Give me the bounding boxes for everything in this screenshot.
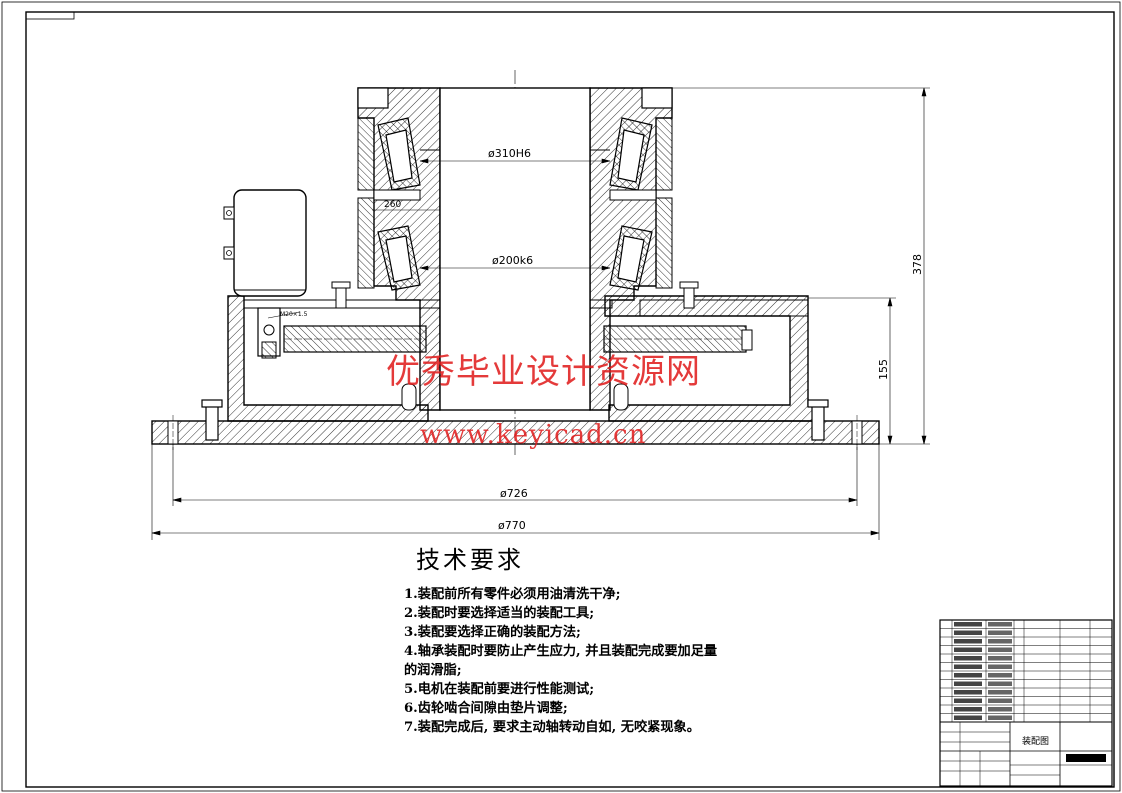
tech-item: 2.装配时要选择适当的装配工具;: [404, 606, 595, 621]
parts-name-cell: [988, 698, 1012, 703]
dim-base-outer: ø770: [498, 519, 526, 532]
parts-name-cell: [988, 647, 1012, 652]
parts-name-cell: [988, 707, 1012, 712]
parts-name-cell: [988, 690, 1012, 695]
parts-code-cell: [954, 647, 982, 652]
drawing-name: 装配图: [1022, 735, 1049, 747]
bolts: [201, 281, 829, 441]
parts-name-cell: [988, 656, 1012, 661]
parts-code-cell: [954, 681, 982, 686]
inner-border: [25, 11, 1115, 788]
dim-bore-upper: ø310H6: [488, 147, 531, 160]
parts-name-cell: [988, 622, 1012, 627]
tech-item: 的润滑脂;: [404, 663, 462, 678]
tech-item: 4.轴承装配时要防止产生应力, 并且装配完成要加足量: [404, 644, 718, 659]
dim-overall-height: 378: [911, 254, 924, 275]
parts-code-cell: [954, 698, 982, 703]
parts-code-cell: [954, 630, 982, 635]
parts-name-cell: [988, 681, 1012, 686]
motor-tag: M20×1.5: [280, 311, 308, 318]
parts-code-cell: [954, 707, 982, 712]
dim-flange-height: 155: [877, 359, 890, 380]
watermark-url: www.keyicad.cn: [420, 420, 647, 450]
motor: [223, 189, 307, 359]
dim-bearing-span: 260: [384, 200, 401, 210]
parts-name-cell: [988, 673, 1012, 678]
tech-title: 技术要求: [416, 546, 524, 574]
tech-requirements: 技术要求 1.装配前所有零件必须用油清洗干净; 2.装配时要选择适当的装配工具;…: [404, 540, 774, 737]
parts-code-cell: [954, 656, 982, 661]
parts-code-cell: [954, 673, 982, 678]
watermark-chinese: 优秀毕业设计资源网: [386, 352, 701, 392]
bearings: [373, 117, 657, 291]
parts-name-cell: [988, 664, 1012, 669]
parts-name-cell: [988, 639, 1012, 644]
school-stamp: [1066, 754, 1106, 762]
tech-item: 1.装配前所有零件必须用油清洗干净;: [404, 587, 621, 602]
dimension-lines: [151, 87, 930, 540]
parts-code-cell: [954, 639, 982, 644]
tech-item: 7.装配完成后, 要求主动轴转动自如, 无咬紧现象。: [404, 720, 700, 735]
main-shaft: [420, 87, 610, 411]
parts-code-cell: [954, 622, 982, 627]
parts-code-cell: [954, 664, 982, 669]
parts-list: [939, 620, 1113, 722]
corner-tag: [25, 11, 75, 20]
parts-code-cell: [954, 715, 982, 720]
tech-item: 3.装配要选择正确的装配方法;: [404, 625, 581, 640]
parts-name-cell: [988, 715, 1012, 720]
tech-item: 6.齿轮啮合间隙由垫片调整;: [404, 701, 568, 716]
parts-code-cell: [954, 690, 982, 695]
tech-item: 5.电机在装配前要进行性能测试;: [404, 682, 595, 697]
dim-base-inner: ø726: [500, 487, 528, 500]
parts-name-cell: [988, 630, 1012, 635]
dim-bore-lower: ø200k6: [492, 254, 533, 267]
